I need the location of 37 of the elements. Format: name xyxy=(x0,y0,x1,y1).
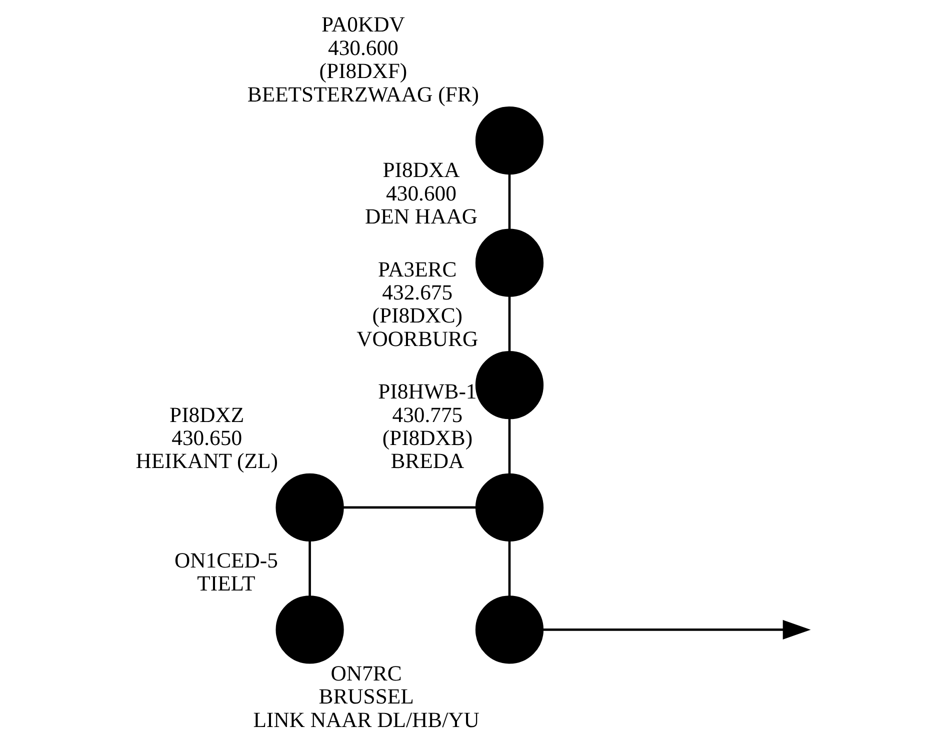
node-label: DEN HAAG xyxy=(365,204,478,229)
node-circle xyxy=(475,351,544,420)
node-label: 430.650 xyxy=(172,426,242,450)
node-label: TIELT xyxy=(197,572,256,596)
node-label: LINK NAAR DL/HB/YU xyxy=(253,708,480,732)
node-label: PI8DXA xyxy=(382,158,460,182)
node-label: PA3ERC xyxy=(378,257,457,282)
node-circle xyxy=(475,106,544,175)
node-label: 432.675 xyxy=(382,280,453,305)
node-label: 430.600 xyxy=(386,181,456,206)
node-label: (PI8DXF) xyxy=(319,59,408,84)
node-label: 430.600 xyxy=(328,36,398,60)
node-label: PI8HWB-1 xyxy=(378,380,477,404)
node-label: VOORBURG xyxy=(356,326,478,351)
node-circle xyxy=(475,596,544,664)
connector xyxy=(343,506,476,509)
node-label: HEIKANT (ZL) xyxy=(136,449,278,474)
connector xyxy=(308,540,311,596)
node-label: ON1CED-5 xyxy=(174,548,278,572)
arrow xyxy=(543,620,811,640)
node-label: (PI8DXC) xyxy=(372,304,462,328)
connector xyxy=(508,418,511,474)
connector xyxy=(508,540,511,596)
node-label: 430.775 xyxy=(392,402,463,427)
node-circle xyxy=(475,473,544,542)
node-label: (PI8DXB) xyxy=(382,426,473,450)
node-label: BRUSSEL xyxy=(318,684,414,709)
node-circle xyxy=(475,228,544,297)
node-circle xyxy=(276,473,344,542)
connector xyxy=(508,174,511,230)
node-label: BEETSTERZWAAG (FR) xyxy=(247,82,479,106)
node-label: BREDA xyxy=(390,449,464,474)
node-label: PI8DXZ xyxy=(170,402,244,427)
node-label: PA0KDV xyxy=(321,12,405,37)
connector xyxy=(508,296,511,352)
node-circle xyxy=(276,596,344,664)
node-label: ON7RC xyxy=(330,661,402,686)
